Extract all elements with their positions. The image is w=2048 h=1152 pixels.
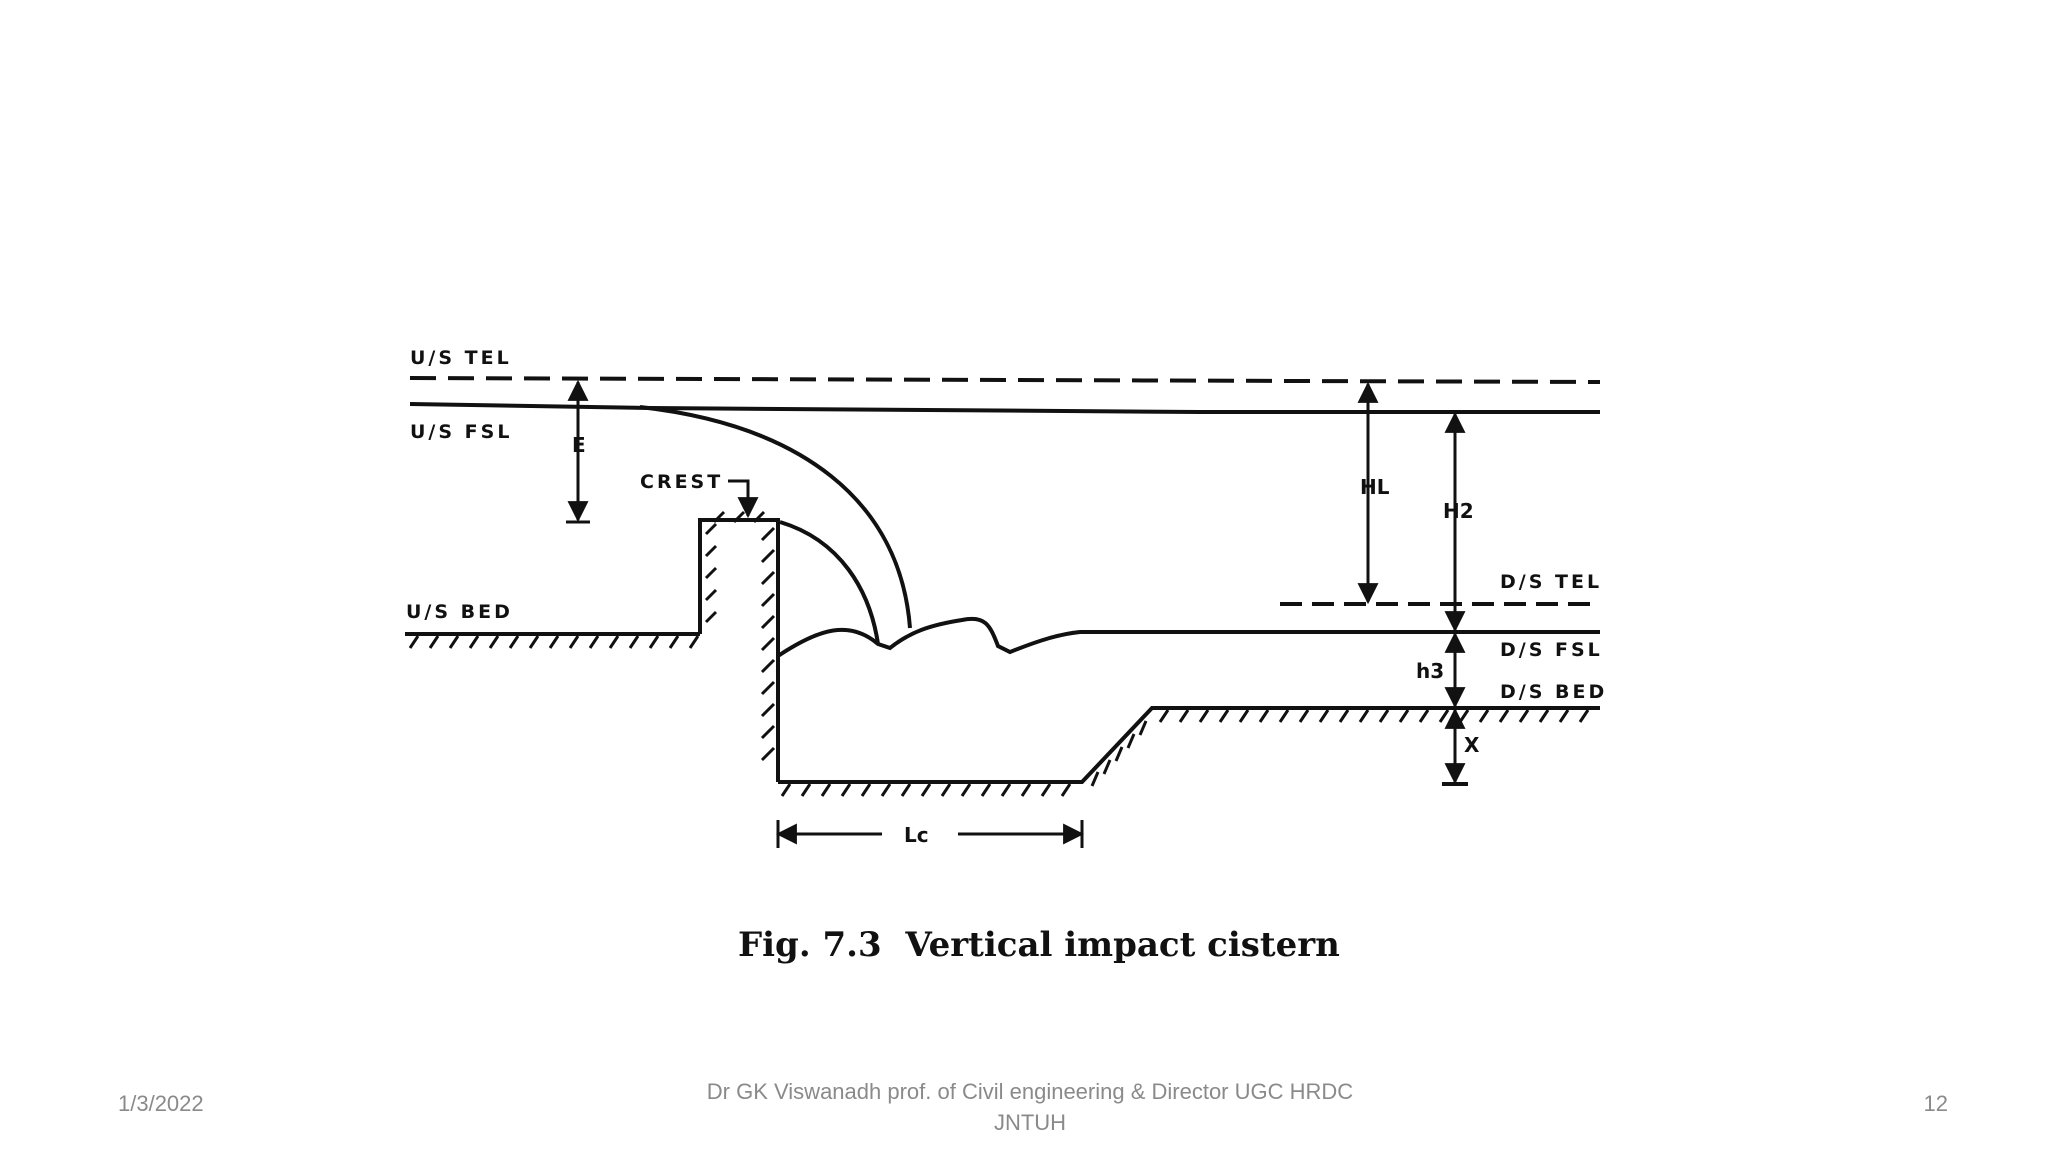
label-e: E [572, 433, 586, 457]
label-us-bed: U/S BED [406, 601, 513, 623]
crest-wall [698, 518, 780, 782]
cistern-floor-hatch [780, 709, 1590, 797]
label-lc: Lc [904, 823, 929, 847]
us-bed-hatch [408, 635, 700, 649]
label-ds-tel: D/S TEL [1500, 571, 1602, 593]
figure-caption: Fig. 7.3 Vertical impact cistern [738, 925, 1340, 965]
label-ds-fsl: D/S FSL [1500, 639, 1603, 661]
label-h3: h3 [1416, 659, 1444, 683]
label-ds-bed: D/S BED [1500, 681, 1607, 703]
us-tel-line [409, 376, 1601, 384]
us-fsl-line [409, 402, 1600, 414]
crest-wall-hatch [704, 510, 776, 762]
label-h2: H2 [1443, 499, 1474, 523]
label-us-tel: U/S TEL [410, 347, 512, 369]
nappe-outer-curve [639, 405, 912, 629]
crest-leader [728, 479, 759, 519]
footer-page-number: 12 [1923, 1091, 1948, 1116]
label-us-fsl: U/S FSL [410, 421, 512, 443]
ds-water-surface [776, 616, 1600, 658]
cistern-floor [778, 706, 1600, 784]
label-crest: CREST [640, 471, 723, 493]
label-x: X [1464, 733, 1480, 757]
label-hl: HL [1360, 475, 1390, 499]
footer-date: 1/3/2022 [118, 1091, 204, 1116]
nappe-inner-curve [779, 520, 880, 645]
footer-author: Dr GK Viswanadh prof. of Civil engineeri… [706, 1079, 1354, 1135]
